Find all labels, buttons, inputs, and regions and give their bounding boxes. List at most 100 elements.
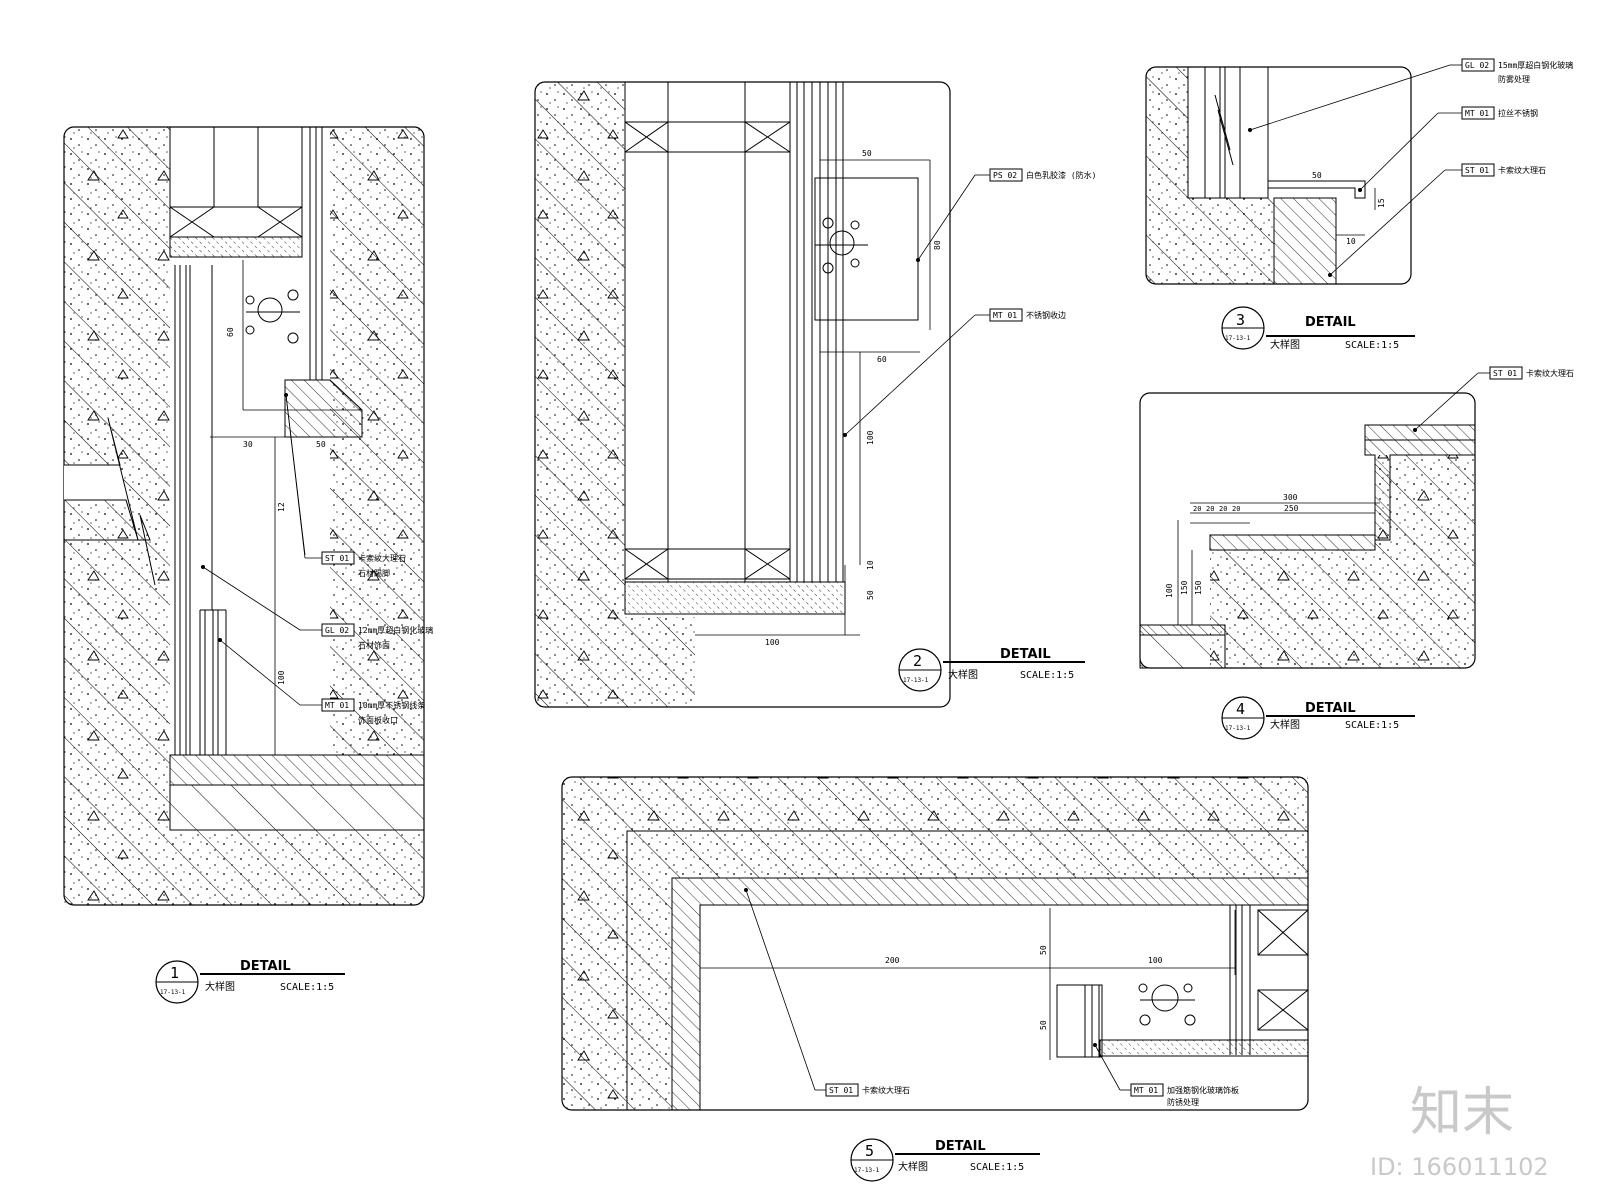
detail-5-tag-text: 加强筋钢化玻璃饰板 xyxy=(1167,1085,1239,1095)
detail-5-scale: SCALE:1:5 xyxy=(970,1162,1024,1173)
detail-2-leader-dot xyxy=(916,258,920,262)
detail-1-dim-text: 100 xyxy=(277,670,286,685)
detail-1-tag-text: 石材饰面 xyxy=(358,640,390,650)
detail-3-subtitle: 大样图 xyxy=(1270,338,1300,351)
detail-1-tag-code: GL 02 xyxy=(325,626,349,635)
detail-2-tag-code: PS 02 xyxy=(993,171,1017,180)
detail-3-leader-dot xyxy=(1248,128,1252,132)
detail-5-leader-dot xyxy=(1093,1043,1097,1047)
detail-2-tag-code: MT 01 xyxy=(993,311,1017,320)
watermark-brand: 知末 xyxy=(1410,1083,1514,1143)
detail-3-drawing: 50 15 10 GL 02 15mm厚超白钢化玻璃 防雾处理 MT 01 拉丝… xyxy=(1145,58,1573,285)
detail-4-sheet-ref: 17-13-1 xyxy=(1225,725,1251,732)
detail-4-number: 4 xyxy=(1236,700,1245,718)
detail-2-number: 2 xyxy=(913,652,922,670)
detail-2-subtitle: 大样图 xyxy=(948,668,978,681)
detail-4-dim-text: 250 xyxy=(1284,504,1299,513)
detail-3-dim-text: 50 xyxy=(1312,171,1322,180)
detail-4-dim-text: 20 xyxy=(1193,505,1201,513)
detail-5-number: 5 xyxy=(865,1142,874,1160)
detail-3-tag-text: 防雾处理 xyxy=(1498,74,1530,84)
detail-5-title-block: 5 17-13-1 DETAIL 大样图 SCALE:1:5 xyxy=(850,1138,1040,1182)
detail-2-light-box xyxy=(814,177,919,321)
detail-3-tag-box xyxy=(1461,58,1495,72)
detail-1-title-block: 1 17-13-1 DETAIL 大样图 SCALE:1:5 xyxy=(155,959,345,1004)
detail-1-tag-box xyxy=(321,551,355,565)
detail-2-title-block: 2 17-13-1 DETAIL 大样图 SCALE:1:5 xyxy=(898,647,1085,692)
detail-1-tag-code: MT 01 xyxy=(325,701,349,710)
detail-2-cabinet xyxy=(624,81,846,615)
watermark: 知末 ID: 166011102 xyxy=(1370,1083,1549,1181)
detail-3-scale: SCALE:1:5 xyxy=(1345,340,1399,351)
detail-2-leader-lines xyxy=(844,174,990,436)
detail-1-tag-text: 石材踢脚 xyxy=(358,568,390,578)
detail-2-dimension-lines xyxy=(695,159,931,636)
detail-1-title: DETAIL xyxy=(240,959,291,974)
detail-2-drawing: 50 80 60 100 10 50 100 PS 02 白色乳胶漆 (防水) … xyxy=(534,81,1096,708)
detail-5-tag-box xyxy=(825,1083,859,1097)
detail-3-title: DETAIL xyxy=(1305,315,1356,330)
detail-5-tag-text: 防锈处理 xyxy=(1167,1097,1199,1107)
detail-5-light-fixture-symbol xyxy=(1138,983,1196,1026)
detail-5-dim-text: 50 xyxy=(1039,1020,1048,1030)
detail-4-subtitle: 大样图 xyxy=(1270,718,1300,731)
detail-5-stone-finish xyxy=(671,877,1309,1111)
detail-3-tag-box xyxy=(1461,106,1495,120)
detail-4-drawing: 300 250 20 20 20 20 100 150 150 ST 01 卡索… xyxy=(1139,366,1574,669)
detail-4-concrete-step xyxy=(1210,455,1475,668)
detail-4-stone-tread-top xyxy=(1364,424,1476,441)
detail-2-sheet-ref: 17-13-1 xyxy=(903,677,929,684)
detail-5-dim-text: 100 xyxy=(1148,956,1163,965)
detail-3-tag-text: 拉丝不锈钢 xyxy=(1498,108,1538,118)
detail-1-scale: SCALE:1:5 xyxy=(280,982,334,993)
detail-4-tag-code: ST 01 xyxy=(1493,369,1517,378)
detail-4-scale: SCALE:1:5 xyxy=(1345,720,1399,731)
detail-5-cabinet-edge xyxy=(1056,905,1309,1058)
detail-5-leader-lines xyxy=(745,889,1131,1091)
detail-3-leader-dot xyxy=(1328,273,1332,277)
detail-2-light-fixture-symbol xyxy=(815,217,868,274)
detail-3-glass-panel xyxy=(1187,66,1269,199)
detail-1-break-line xyxy=(64,417,139,541)
detail-2-tag-box xyxy=(989,168,1023,182)
detail-4-leader-dot xyxy=(1413,428,1417,432)
detail-5-tag-code: ST 01 xyxy=(829,1086,853,1095)
detail-1-tag-code: ST 01 xyxy=(325,554,349,563)
detail-1-tag-text: 10mm厚不锈钢线条 xyxy=(358,700,425,710)
detail-1-tag-text: 饰面板收口 xyxy=(358,715,398,725)
detail-1-dim-text: 50 xyxy=(316,440,326,449)
detail-1-glass-layers xyxy=(174,265,227,755)
detail-1-leader-dot xyxy=(218,638,222,642)
detail-4-dimension-lines xyxy=(1177,502,1380,625)
detail-1-sheet-ref: 17-13-1 xyxy=(160,989,186,996)
detail-2-dim-text: 100 xyxy=(765,638,780,647)
detail-5-subtitle: 大样图 xyxy=(898,1160,928,1173)
detail-3-tag-box xyxy=(1461,163,1495,177)
detail-2-leader-dot xyxy=(843,433,847,437)
detail-4-dim-text: 150 xyxy=(1180,580,1189,595)
detail-1-drawing: 60 30 50 12 100 ST 01 卡索纹大理石 石材踢脚 GL 02 … xyxy=(63,126,433,906)
detail-5-tag-text: 卡索纹大理石 xyxy=(862,1085,910,1095)
detail-3-leader-lines xyxy=(1249,64,1462,276)
detail-1-tag-box xyxy=(321,623,355,637)
detail-3-tag-code: ST 01 xyxy=(1465,166,1489,175)
detail-2-dim-text: 100 xyxy=(866,430,875,445)
detail-5-drawing: 200 100 50 50 ST 01 卡索纹大理石 MT 01 加强筋钢化玻璃… xyxy=(561,776,1309,1111)
detail-1-number: 1 xyxy=(170,964,179,982)
detail-1-tag-text: 卡索纹大理石 xyxy=(358,553,406,563)
detail-3-sheet-ref: 17-13-1 xyxy=(1225,335,1251,342)
detail-3-dim-text: 10 xyxy=(1346,237,1356,246)
detail-1-concrete-floor xyxy=(170,830,424,905)
detail-3-dimension-lines xyxy=(1275,180,1376,236)
detail-1-tag-box xyxy=(321,698,355,712)
detail-3-number: 3 xyxy=(1236,311,1245,329)
detail-4-dim-text: 100 xyxy=(1165,583,1174,598)
detail-1-leader-lines xyxy=(202,394,322,706)
detail-5-tag-box xyxy=(1130,1083,1164,1097)
detail-1-concrete-wall-right xyxy=(330,127,424,755)
detail-5-concrete-slab xyxy=(562,777,1308,1110)
detail-1-dim-text: 12 xyxy=(277,502,286,512)
detail-1-subtitle: 大样图 xyxy=(205,980,235,993)
detail-5-dim-text: 200 xyxy=(885,956,900,965)
